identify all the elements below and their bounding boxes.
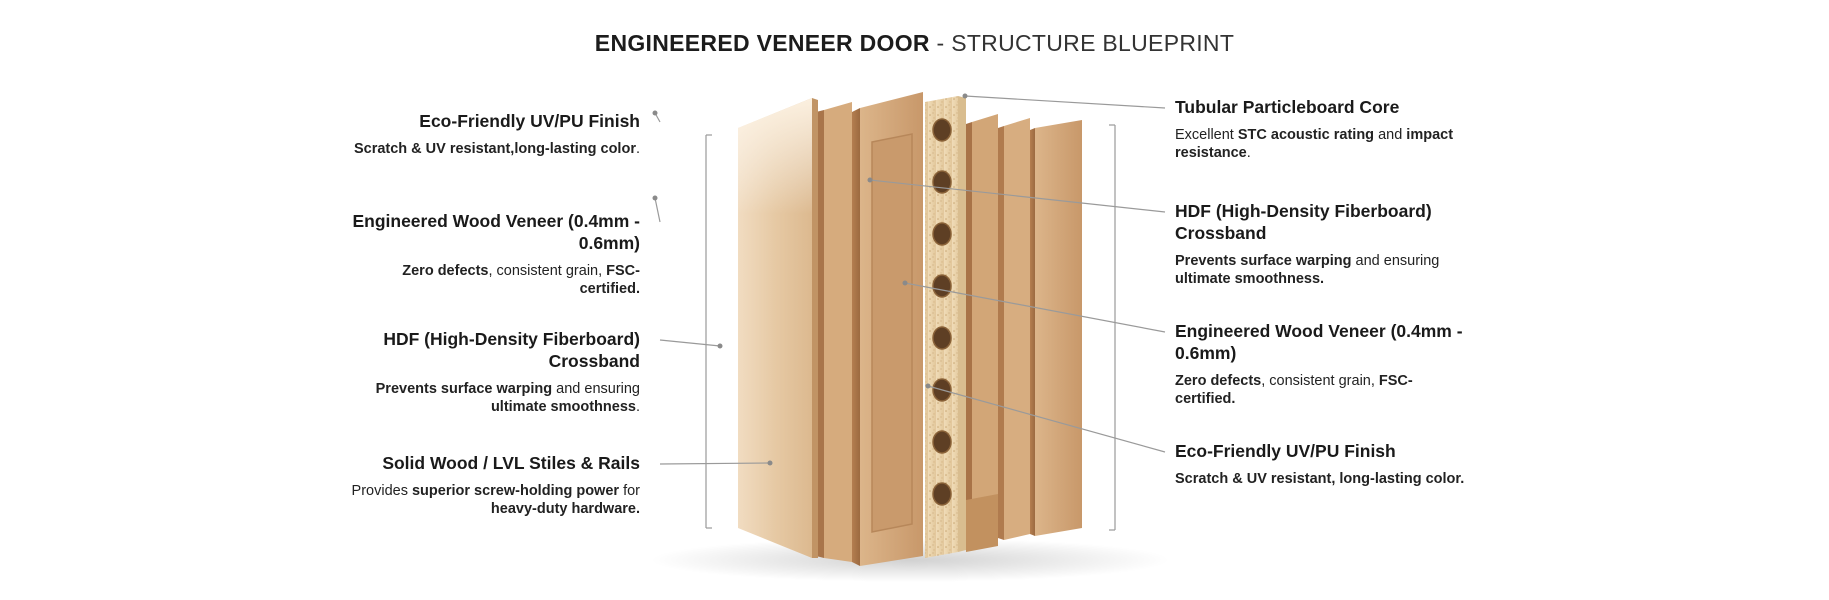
layer-left-veneer xyxy=(816,102,852,562)
description-fragment: impact resistance xyxy=(1175,127,1454,161)
core-hole xyxy=(932,170,952,194)
description-fragment: Excellent xyxy=(1175,127,1238,143)
right-label-2: Engineered Wood Veneer (0.4mm - 0.6mm) Ze… xyxy=(1175,320,1465,408)
title-separator: - xyxy=(929,30,952,56)
left-label-description: Provides superior screw-holding power fo… xyxy=(350,482,640,518)
description-fragment: FSC-certified. xyxy=(1175,373,1413,407)
core-hole xyxy=(932,222,952,246)
core-hole xyxy=(932,430,952,454)
core-hole xyxy=(932,326,952,350)
description-fragment: , consistent grain, xyxy=(488,263,607,279)
layer-right-uv-finish xyxy=(1030,120,1082,536)
leader-dot-right-2 xyxy=(902,280,908,286)
description-fragment: . xyxy=(1246,145,1251,161)
description-fragment: Zero defects xyxy=(402,263,489,279)
leader-line-left-2 xyxy=(659,339,721,347)
layer-right-hdf xyxy=(966,114,998,546)
description-fragment: ultimate smoothness. xyxy=(1175,271,1325,287)
left-label-description: Prevents surface warping and ensuring ul… xyxy=(350,380,640,416)
right-label-description: Zero defects, consistent grain, FSC-cert… xyxy=(1175,372,1465,408)
leader-line-left-3 xyxy=(659,462,771,465)
description-fragment: heavy-duty hardware. xyxy=(490,501,640,517)
description-fragment: and ensuring xyxy=(1351,253,1440,269)
description-fragment: superior screw-holding power xyxy=(411,483,620,499)
title-bold: ENGINEERED VENEER DOOR xyxy=(594,30,930,56)
diagram-title: ENGINEERED VENEER DOOR - STRUCTURE BLUEP… xyxy=(0,30,1829,57)
leader-dot-left-3 xyxy=(767,460,773,466)
right-label-heading: Engineered Wood Veneer (0.4mm - 0.6mm) xyxy=(1175,321,1463,363)
core-holes xyxy=(932,118,952,506)
description-fragment: long-lasting color xyxy=(514,141,636,157)
left-label-heading: HDF (High-Density Fiberboard) Crossband xyxy=(383,329,640,371)
floor-shadow xyxy=(650,538,1170,582)
layer-left-hdf-frame xyxy=(852,92,923,566)
description-fragment: and ensuring xyxy=(552,381,640,397)
description-fragment: Provides xyxy=(351,483,412,499)
leader-line-right-3 xyxy=(927,385,1166,453)
leader-lines xyxy=(652,93,1166,531)
core-hole xyxy=(932,274,952,298)
leader-dot-right-0 xyxy=(962,93,968,99)
right-label-heading: HDF (High-Density Fiberboard) Crossband xyxy=(1175,201,1432,243)
description-fragment: Zero defects xyxy=(1175,373,1262,389)
right-label-description: Scratch & UV resistant, long-lasting col… xyxy=(1175,470,1465,488)
right-label-heading: Eco-Friendly UV/PU Finish xyxy=(1175,441,1396,461)
description-fragment: , consistent grain, xyxy=(1261,373,1379,389)
left-label-heading: Eco-Friendly UV/PU Finish xyxy=(419,111,640,131)
description-fragment: Prevents surface warping xyxy=(1175,253,1352,269)
description-fragment: Scratch & UV resistant, xyxy=(353,141,515,157)
leader-dot-left-0 xyxy=(652,110,658,116)
description-fragment: . xyxy=(635,141,640,157)
core-hole xyxy=(932,118,952,142)
left-label-heading: Engineered Wood Veneer (0.4mm - 0.6mm) xyxy=(352,211,640,253)
leader-dot-left-1 xyxy=(652,195,658,201)
left-label-1: Engineered Wood Veneer (0.4mm - 0.6mm) Ze… xyxy=(350,210,640,298)
description-fragment: FSC-certified. xyxy=(579,263,640,297)
left-label-description: Scratch & UV resistant,long-lasting colo… xyxy=(350,140,640,158)
description-fragment: . xyxy=(635,399,640,415)
leader-line-left-1 xyxy=(654,197,661,223)
right-label-heading: Tubular Particleboard Core xyxy=(1175,97,1400,117)
leader-line-right-1 xyxy=(869,179,1166,213)
right-label-description: Excellent STC acoustic rating and impact… xyxy=(1175,126,1465,162)
description-fragment: Prevents surface warping xyxy=(375,381,553,397)
description-fragment: ultimate smoothness xyxy=(490,399,636,415)
description-fragment: STC acoustic rating xyxy=(1237,127,1375,143)
layer-tubular-core xyxy=(925,96,998,558)
left-label-description: Zero defects, consistent grain, FSC-cert… xyxy=(350,262,640,298)
description-fragment: for xyxy=(619,483,640,499)
leader-line-right-2 xyxy=(904,282,1166,333)
leader-dot-right-3 xyxy=(925,383,931,389)
left-label-heading: Solid Wood / LVL Stiles & Rails xyxy=(382,453,640,473)
title-rest: STRUCTURE BLUEPRINT xyxy=(951,30,1235,56)
layer-front-finish-panel xyxy=(738,98,818,558)
leader-dot-left-2 xyxy=(717,343,723,349)
core-hole xyxy=(932,482,952,506)
layer-right-veneer xyxy=(998,118,1030,540)
leader-dot-right-1 xyxy=(867,177,873,183)
description-fragment: and xyxy=(1374,127,1407,143)
leader-line-right-0 xyxy=(964,95,1166,109)
right-label-description: Prevents surface warping and ensuring ul… xyxy=(1175,252,1465,288)
description-fragment: Scratch & UV resistant, long-lasting col… xyxy=(1175,471,1465,487)
